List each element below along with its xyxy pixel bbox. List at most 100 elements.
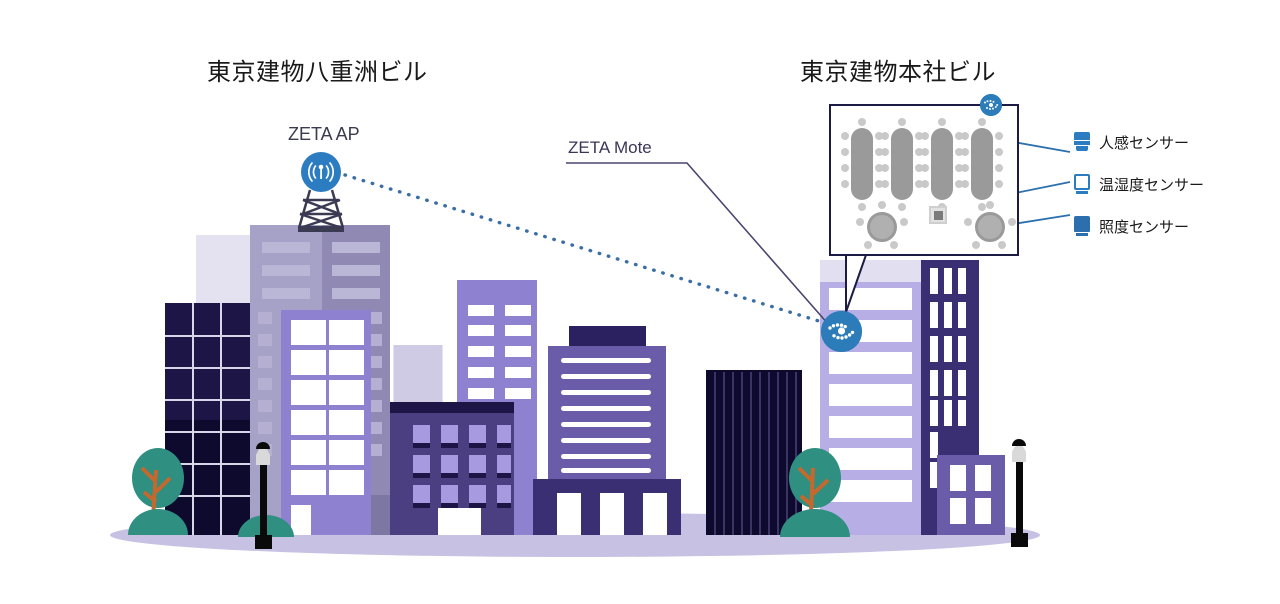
building-grayviolet-bands bbox=[262, 242, 380, 299]
chair[interactable] bbox=[898, 203, 906, 211]
chair[interactable] bbox=[881, 132, 889, 140]
chair[interactable] bbox=[864, 241, 872, 249]
chair[interactable] bbox=[875, 132, 883, 140]
chair[interactable] bbox=[915, 180, 923, 188]
chair[interactable] bbox=[841, 164, 849, 172]
building-grayviolet-left bbox=[250, 225, 322, 535]
chair[interactable] bbox=[961, 132, 969, 140]
chair[interactable] bbox=[915, 164, 923, 172]
tree-left bbox=[128, 448, 188, 536]
building-center-tower bbox=[548, 346, 666, 481]
lamp-post-left bbox=[238, 442, 294, 549]
chair[interactable] bbox=[881, 148, 889, 156]
chair[interactable] bbox=[995, 180, 1003, 188]
zeta-ap-label: ZETA AP bbox=[288, 124, 360, 144]
building-purple-windows bbox=[281, 310, 371, 535]
antenna-signal-icon bbox=[308, 162, 334, 182]
legend-item-temperature-humidity[interactable]: 温湿度センサー bbox=[1073, 173, 1204, 195]
illuminance-sensor-icon bbox=[1073, 216, 1091, 236]
building-darkpurple-block bbox=[390, 405, 514, 535]
chair[interactable] bbox=[961, 180, 969, 188]
legend-label-presence: 人感センサー bbox=[1099, 134, 1190, 152]
building-grayviolet-right bbox=[322, 225, 390, 535]
callout-tail bbox=[845, 254, 868, 313]
chair[interactable] bbox=[900, 218, 908, 226]
building-rightdark-tower-windows bbox=[930, 268, 966, 488]
ground-ellipse bbox=[110, 513, 1040, 557]
chair[interactable] bbox=[921, 148, 929, 156]
chair[interactable] bbox=[995, 148, 1003, 156]
zeta-ap-icon[interactable] bbox=[301, 152, 341, 192]
chair[interactable] bbox=[961, 148, 969, 156]
chair[interactable] bbox=[998, 241, 1006, 249]
chair[interactable] bbox=[856, 218, 864, 226]
building-lavender-slab bbox=[394, 345, 442, 535]
floorplan-square-sensor[interactable] bbox=[929, 206, 947, 224]
sensor-legend: 人感センサー 温湿度センサー 照度センサー bbox=[1073, 131, 1204, 237]
chair[interactable] bbox=[961, 164, 969, 172]
chair[interactable] bbox=[938, 118, 946, 126]
building-striped-dark bbox=[706, 370, 802, 535]
chair[interactable] bbox=[881, 180, 889, 188]
floor-plan-callout bbox=[829, 104, 1019, 256]
building-center-podium bbox=[533, 479, 681, 535]
round-table-illuminance-linked[interactable] bbox=[975, 212, 1005, 242]
chair[interactable] bbox=[921, 132, 929, 140]
chair[interactable] bbox=[875, 148, 883, 156]
chair[interactable] bbox=[972, 241, 980, 249]
building-dark-grid bbox=[165, 303, 250, 535]
radio-link-dotted bbox=[343, 173, 824, 324]
building-darkpurple-windows bbox=[413, 425, 511, 535]
building-lightpurple-tower bbox=[457, 280, 537, 535]
chair[interactable] bbox=[915, 148, 923, 156]
chair[interactable] bbox=[890, 241, 898, 249]
square-sensor-core bbox=[933, 210, 943, 220]
chair[interactable] bbox=[955, 164, 963, 172]
chair[interactable] bbox=[978, 118, 986, 126]
legend-item-presence[interactable]: 人感センサー bbox=[1073, 131, 1204, 153]
building-title-left: 東京建物八重洲ビル bbox=[207, 59, 428, 86]
building-grayviolet-base bbox=[368, 495, 392, 535]
chair[interactable] bbox=[986, 201, 994, 209]
building-rightdark-tower bbox=[921, 260, 979, 535]
mesh-dots-icon bbox=[821, 311, 862, 352]
chair[interactable] bbox=[955, 180, 963, 188]
chair[interactable] bbox=[875, 164, 883, 172]
chair[interactable] bbox=[921, 180, 929, 188]
chair[interactable] bbox=[955, 148, 963, 156]
chair[interactable] bbox=[995, 164, 1003, 172]
chair[interactable] bbox=[1008, 218, 1016, 226]
chair[interactable] bbox=[995, 132, 1003, 140]
chair[interactable] bbox=[858, 118, 866, 126]
mesh-dots-icon-small bbox=[980, 94, 1002, 116]
chair[interactable] bbox=[878, 201, 886, 209]
chair[interactable] bbox=[841, 180, 849, 188]
chair[interactable] bbox=[978, 203, 986, 211]
building-front-right-windows bbox=[950, 465, 991, 524]
zeta-ap-tower bbox=[297, 189, 345, 232]
chair[interactable] bbox=[841, 148, 849, 156]
chair[interactable] bbox=[915, 132, 923, 140]
zeta-mote-icon[interactable] bbox=[821, 311, 862, 352]
chair-presence-linked[interactable] bbox=[955, 132, 963, 140]
long-table bbox=[851, 128, 873, 200]
building-grayviolet-small-windows bbox=[258, 312, 382, 456]
chair[interactable] bbox=[858, 203, 866, 211]
chair[interactable] bbox=[964, 218, 972, 226]
chair[interactable] bbox=[841, 132, 849, 140]
building-pale-right bbox=[393, 345, 443, 535]
chair[interactable] bbox=[881, 164, 889, 172]
chair[interactable] bbox=[921, 164, 929, 172]
building-pale-tall bbox=[196, 235, 258, 535]
building-purple-windows-panes bbox=[291, 320, 364, 535]
long-table bbox=[971, 128, 993, 200]
presence-sensor-icon bbox=[1073, 132, 1091, 152]
zeta-mote-icon-floorplan[interactable] bbox=[980, 94, 1002, 116]
chair[interactable] bbox=[875, 180, 883, 188]
building-title-right: 東京建物本社ビル bbox=[800, 59, 996, 86]
building-center-tower-floorlines bbox=[561, 358, 651, 473]
chair[interactable] bbox=[898, 118, 906, 126]
legend-item-illuminance[interactable]: 照度センサー bbox=[1073, 215, 1204, 237]
